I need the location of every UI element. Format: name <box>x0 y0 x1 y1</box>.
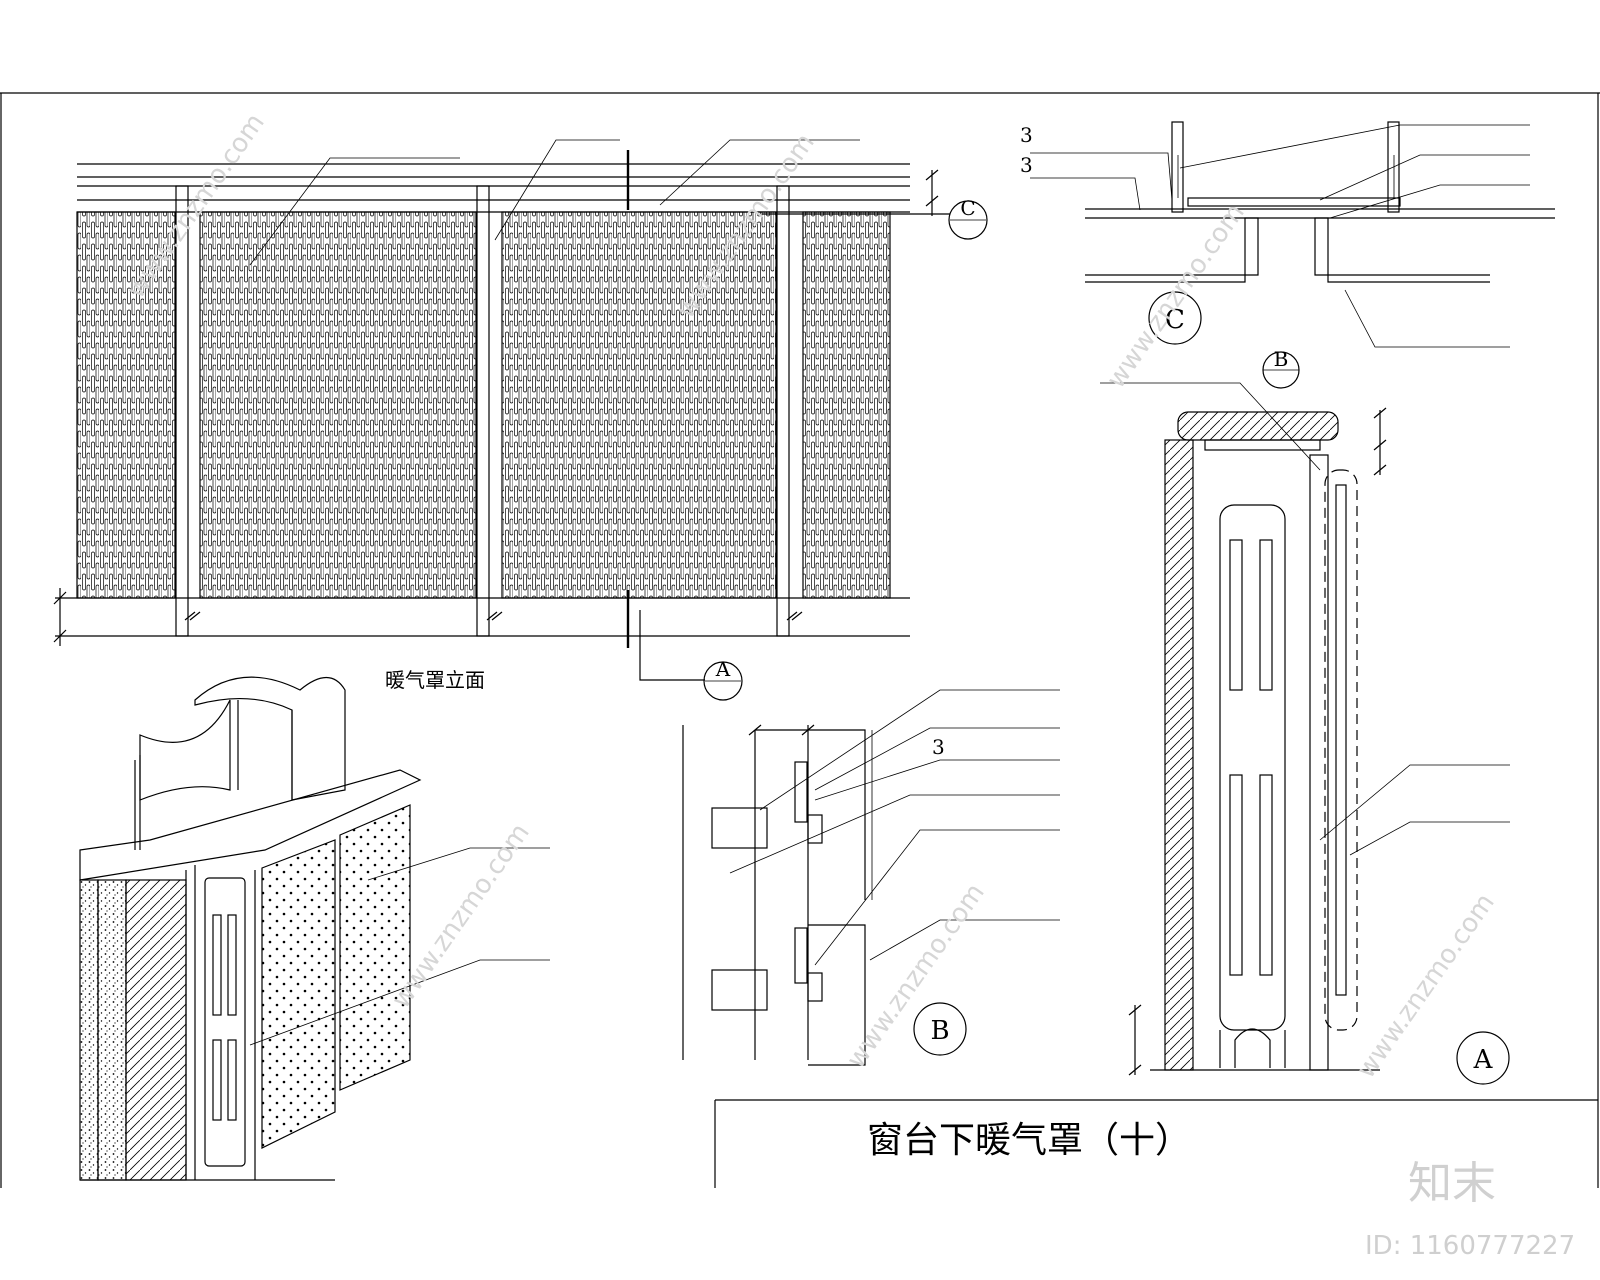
radiator-cover-perspective <box>79 676 550 1181</box>
detail-b-label: B <box>930 1016 949 1046</box>
perspective-front-panel-2 <box>339 804 411 1091</box>
watermark-brand: 知末 <box>1408 1158 1496 1209</box>
watermark-site-5: www.znzmo.com <box>841 878 991 1074</box>
detail-c-section: 3 3 C <box>1020 121 1555 348</box>
callout-c-label: C <box>960 196 975 220</box>
dimension-3-a: 3 <box>1020 123 1033 147</box>
perforated-panel-3 <box>501 211 777 599</box>
detail-c-label: C <box>1165 305 1185 335</box>
watermark-image-id: ID: 1160777227 <box>1365 1231 1575 1261</box>
dimension-3-c: 3 <box>932 735 945 759</box>
perforated-panel-4 <box>802 211 891 599</box>
callout-a-label: A <box>715 657 731 681</box>
perspective-front-panel-1 <box>261 839 336 1149</box>
title-block: 窗台下暖气罩（十） <box>714 1099 1598 1188</box>
drawing-title: 窗台下暖气罩（十） <box>867 1120 1191 1161</box>
watermark-site-3: www.znzmo.com <box>1101 198 1251 394</box>
section-a-label: A <box>1473 1045 1494 1075</box>
callout-b-label: B <box>1274 347 1289 371</box>
elevation-caption: 暖气罩立面 <box>385 668 485 692</box>
perforated-panel-1 <box>76 211 176 599</box>
radiator-cover-elevation: C A 暖气罩立面 <box>53 139 988 701</box>
drawing-frame <box>0 92 1600 1188</box>
perforated-panel-2 <box>199 211 477 599</box>
dimension-3-b: 3 <box>1020 153 1033 177</box>
detail-b-section: 3 B <box>682 689 1060 1066</box>
section-a: B A <box>1100 347 1510 1085</box>
